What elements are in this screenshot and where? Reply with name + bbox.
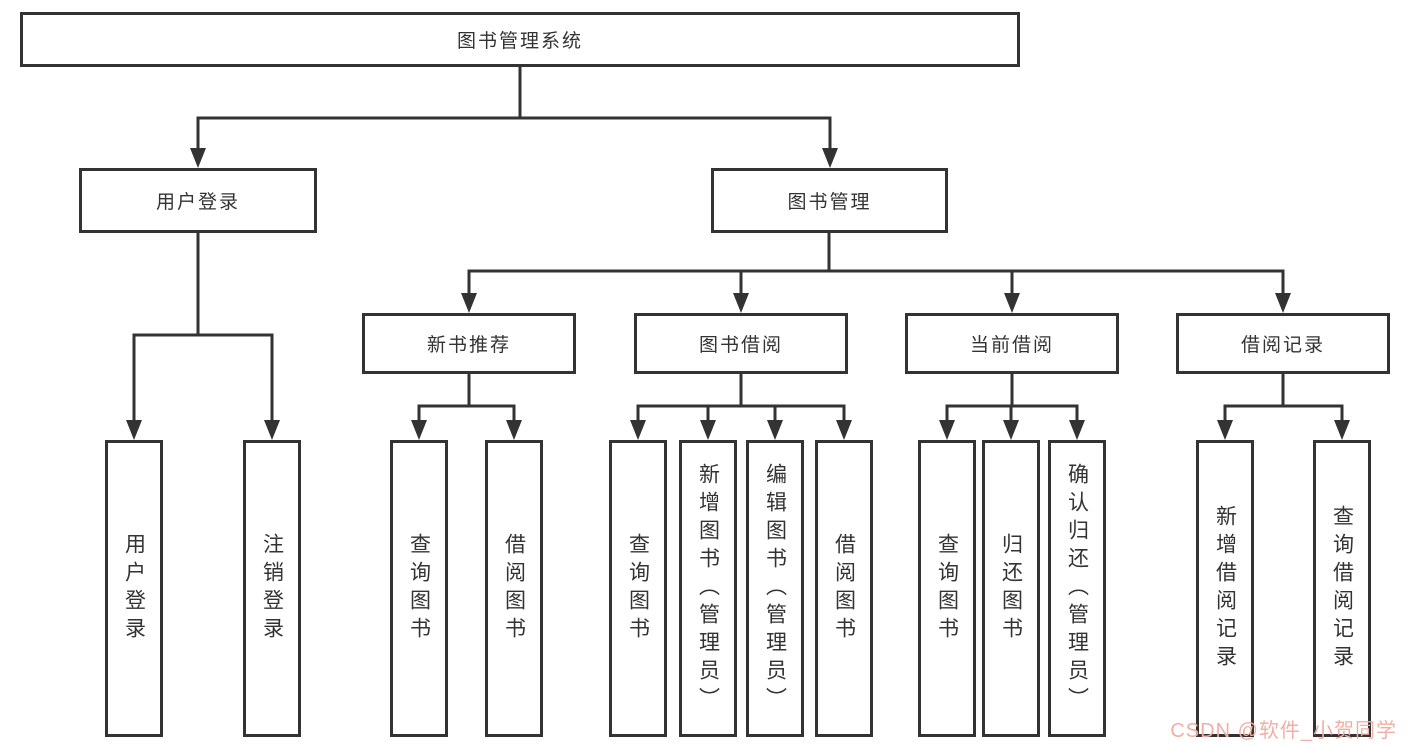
leaf-borrow-books-borrowing: 借阅图书	[815, 440, 873, 737]
leaf-borrow-books-recommend: 借阅图书	[485, 440, 543, 737]
leaf-edit-books-admin: 编辑图书（管理员）	[746, 440, 804, 737]
leaf-query-books-recommend: 查询图书	[390, 440, 448, 737]
leaf-user-login: 用户登录	[105, 440, 163, 737]
node-book-management: 图书管理	[711, 168, 948, 233]
node-borrowing-records: 借阅记录	[1176, 313, 1390, 374]
node-library-system: 图书管理系统	[20, 12, 1020, 67]
leaf-return-books: 归还图书	[982, 440, 1040, 737]
node-new-book-recommendation: 新书推荐	[362, 313, 576, 374]
connector-current-borrowing-to-leaves	[945, 374, 1079, 420]
node-current-borrowing: 当前借阅	[905, 313, 1119, 374]
connector-book-management-to-level3	[467, 233, 1285, 293]
watermark: CSDN @软件_小贺同学	[1170, 720, 1397, 742]
leaf-add-books-admin: 新增图书（管理员）	[679, 440, 737, 737]
leaf-query-books-current: 查询图书	[918, 440, 976, 737]
node-user-login: 用户登录	[79, 168, 317, 233]
leaf-add-borrow-record: 新增借阅记录	[1196, 440, 1254, 737]
connector-root-to-level2	[196, 67, 832, 148]
leaf-query-books-borrowing: 查询图书	[609, 440, 667, 737]
node-book-borrowing: 图书借阅	[634, 313, 848, 374]
connector-user-login-to-leaves	[132, 233, 274, 420]
leaf-confirm-return-admin: 确认归还（管理员）	[1048, 440, 1106, 737]
arrowheads	[126, 148, 1350, 440]
connector-borrow-records-to-leaves	[1223, 374, 1344, 420]
leaf-query-borrow-record: 查询借阅记录	[1313, 440, 1371, 737]
connector-new-book-recommend-to-leaves	[417, 374, 516, 420]
connector-book-borrowing-to-leaves	[636, 374, 846, 420]
leaf-logout-login: 注销登录	[243, 440, 301, 737]
